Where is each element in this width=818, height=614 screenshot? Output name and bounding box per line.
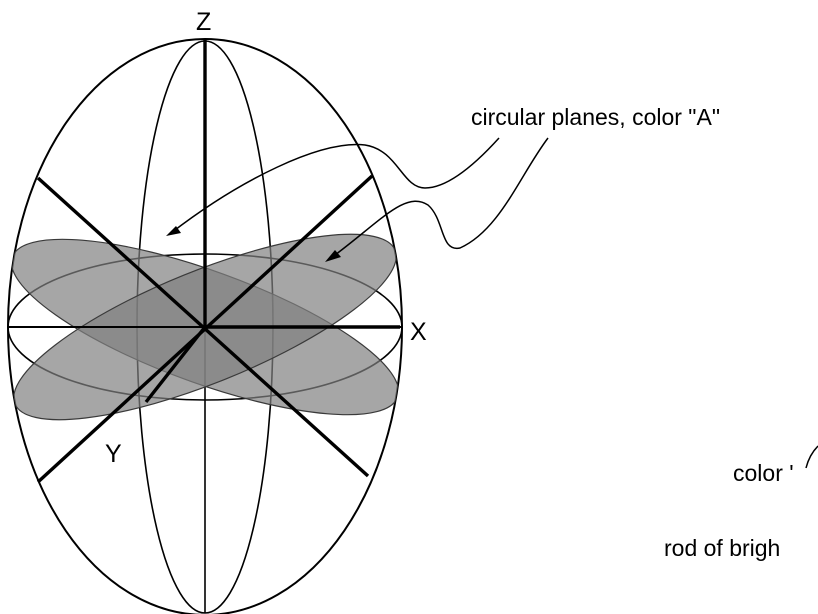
color-partial-leader <box>805 445 818 469</box>
callout-curve-a <box>170 137 500 234</box>
planes-callout-label: circular planes, color "A" <box>471 104 720 130</box>
rod-partial-label: rod of brigh <box>664 535 780 561</box>
callout-curve-b <box>330 137 549 259</box>
callout-arrowhead-b <box>325 250 341 262</box>
axis-label-y: Y <box>105 440 122 468</box>
axis-label-x: X <box>410 318 427 346</box>
y-axis-rod <box>144 325 207 404</box>
axis-label-z: Z <box>196 8 211 36</box>
color-partial-label: color ' <box>733 460 794 486</box>
callout-arrowhead-a <box>166 226 181 236</box>
